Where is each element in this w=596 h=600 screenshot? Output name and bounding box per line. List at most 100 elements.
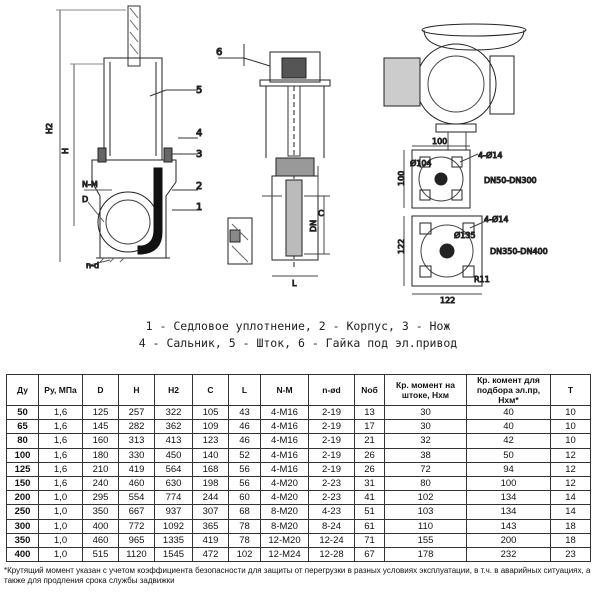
table-cell: 110: [384, 518, 467, 534]
table-cell: 307: [192, 504, 229, 520]
column-header: Ру, МПа: [38, 374, 83, 406]
table-cell: 50: [466, 447, 551, 463]
column-header: Кр. момент на штоке, Нхм: [384, 374, 467, 406]
callout-3: 3: [196, 149, 202, 160]
table-cell: 774: [154, 490, 193, 506]
table-cell: 2-19: [308, 419, 355, 435]
table-cell: 71: [354, 532, 385, 548]
table-cell: 180: [82, 447, 119, 463]
table-cell: 772: [118, 518, 155, 534]
table-cell: 472: [192, 546, 229, 563]
table-cell: 10: [550, 433, 591, 449]
table-cell: 31: [354, 475, 385, 492]
table-cell: 2-19: [308, 447, 355, 463]
table-cell: 100: [466, 475, 551, 492]
table-cell: 40: [466, 404, 551, 421]
table-cell: 61: [354, 518, 385, 534]
table-cell: 40: [466, 419, 551, 435]
table-cell: 2-19: [308, 404, 355, 421]
dim-nd: n-d: [86, 261, 99, 270]
dim-d135: Ø135: [454, 230, 476, 240]
table-cell: 150: [6, 475, 39, 492]
column-header: Nоб: [354, 374, 385, 406]
dim-h: H: [61, 148, 70, 154]
table-cell: 32: [384, 433, 467, 449]
table-cell: 244: [192, 490, 229, 506]
callout-6: 6: [216, 47, 222, 58]
table-cell: 80: [6, 433, 39, 449]
table-cell: 240: [82, 475, 119, 492]
table-cell: 26: [354, 447, 385, 463]
legend-line-2: 4 - Сальник, 5 - Шток, 6 - Гайка под эл.…: [138, 336, 458, 350]
table-cell: 14: [550, 504, 591, 520]
flange-large: [403, 215, 489, 295]
table-cell: 10: [550, 404, 591, 421]
table-cell: 72: [384, 461, 467, 477]
table-cell: 17: [354, 419, 385, 435]
table-cell: 365: [192, 518, 229, 534]
table-cell: 300: [6, 518, 39, 534]
table-cell: 250: [6, 504, 39, 520]
table-cell: 12-M24: [260, 546, 309, 563]
table-cell: 4-M16: [260, 419, 309, 435]
table-cell: 1120: [118, 546, 155, 563]
table-cell: 460: [118, 475, 155, 492]
table-cell: 232: [466, 546, 551, 563]
table-cell: 350: [82, 504, 119, 520]
table-cell: 78: [228, 532, 261, 548]
table-cell: 168: [192, 461, 229, 477]
table-cell: 51: [354, 504, 385, 520]
dim-dn: DN: [309, 220, 318, 232]
table-cell: 630: [154, 475, 193, 492]
table-cell: 102: [384, 490, 467, 506]
table-cell: 14: [550, 490, 591, 506]
table-cell: 18: [550, 518, 591, 534]
table-cell: 109: [192, 419, 229, 435]
front-view: [56, 5, 198, 267]
table-cell: 1,6: [38, 475, 83, 492]
column-header: Ду: [6, 374, 39, 406]
table-cell: 145: [82, 419, 119, 435]
table-cell: 65: [6, 419, 39, 435]
dim-4d14-large: 4-Ø14: [484, 214, 508, 224]
legend-line-1: 1 - Седловое уплотнение, 2 - Корпус, 3 -…: [145, 319, 451, 333]
table-cell: 155: [384, 532, 467, 548]
table-cell: 143: [466, 518, 551, 534]
dim-l: L: [292, 279, 297, 288]
table-cell: 125: [82, 404, 119, 421]
table-cell: 50: [6, 404, 39, 421]
table-cell: 30: [384, 404, 467, 421]
table-cell: 12: [550, 461, 591, 477]
footnote: *Крутящий момент указан с учетом коэффиц…: [4, 566, 591, 585]
table-cell: 362: [154, 419, 193, 435]
table-cell: 1,0: [38, 532, 83, 548]
table-cell: 1,0: [38, 546, 83, 563]
label-dn50-dn300: DN50-DN300: [484, 176, 537, 185]
table-cell: 515: [82, 546, 119, 563]
table-cell: 30: [384, 419, 467, 435]
column-header: L: [228, 374, 261, 406]
table-cell: 60: [228, 490, 261, 506]
table-cell: 554: [118, 490, 155, 506]
table-cell: 1,6: [38, 419, 83, 435]
table-cell: 8-24: [308, 518, 355, 534]
table-cell: 2-19: [308, 461, 355, 477]
table-cell: 330: [118, 447, 155, 463]
table-cell: 43: [228, 404, 261, 421]
table-cell: 178: [384, 546, 467, 563]
table-cell: 1,6: [38, 404, 83, 421]
table-cell: 1,0: [38, 490, 83, 506]
table-cell: 18: [550, 532, 591, 548]
table-cell: 2-23: [308, 490, 355, 506]
table-cell: 123: [192, 433, 229, 449]
table-cell: 94: [466, 461, 551, 477]
